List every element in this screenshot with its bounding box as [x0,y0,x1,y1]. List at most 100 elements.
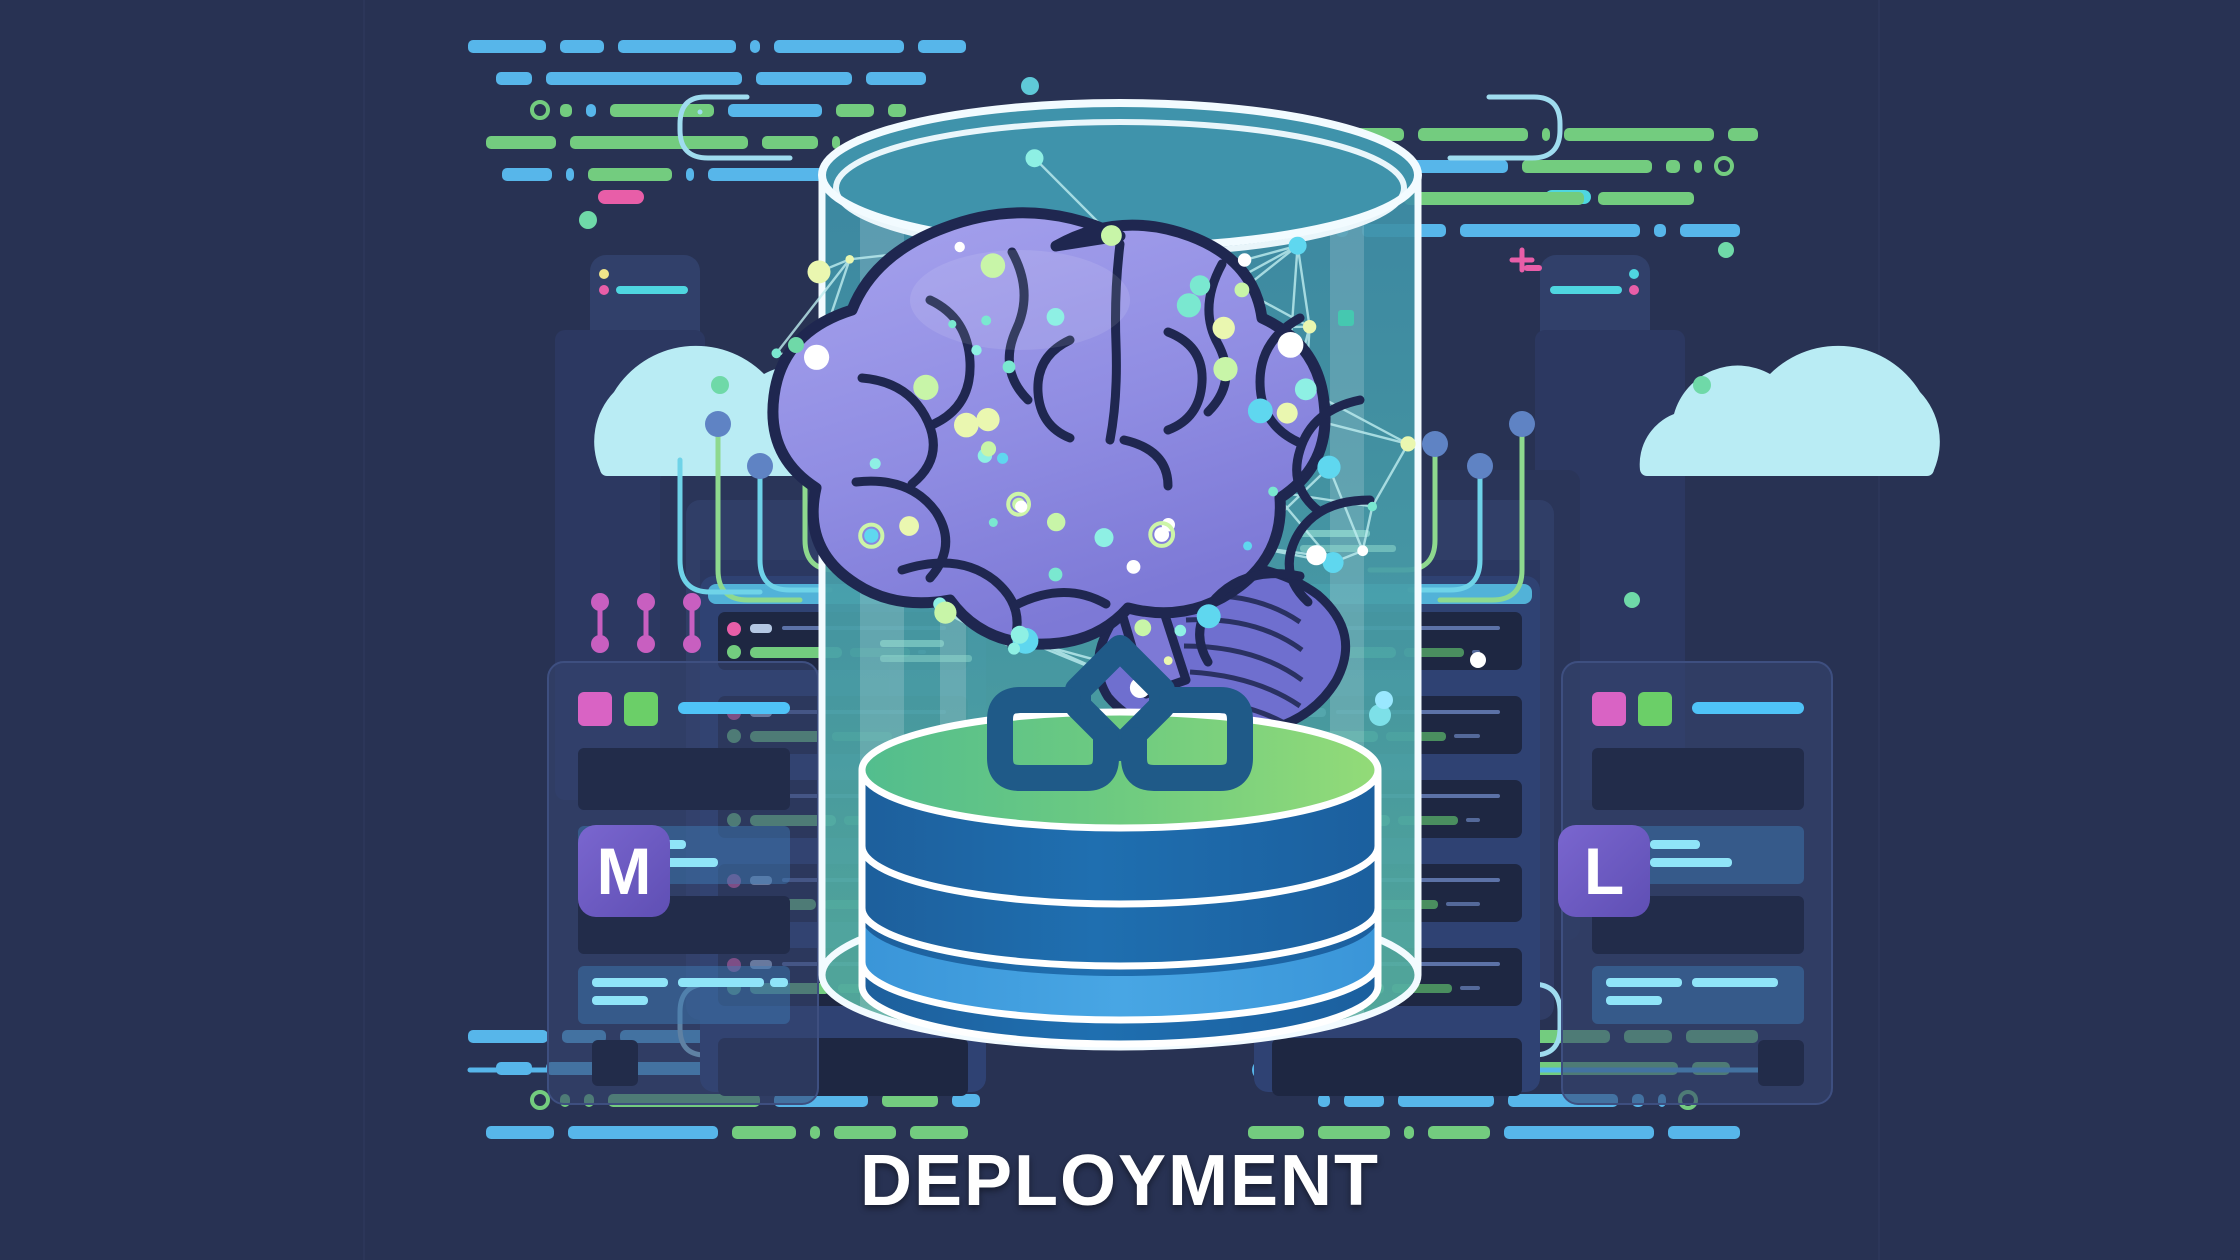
neural-node [1048,567,1063,582]
code-line-segment [1680,224,1740,237]
neural-node-ring [858,522,885,549]
neural-node [1196,604,1221,629]
code-line-segment [570,136,748,149]
neural-node [1400,436,1416,452]
neural-node [1008,642,1020,655]
code-line-segment [888,104,906,117]
neural-node [1047,512,1066,532]
code-line-segment [834,1126,896,1139]
neural-node [913,374,939,400]
neural-node [899,516,919,536]
code-line-segment [866,72,926,85]
code-line-segment [1248,1126,1304,1139]
neural-node [1002,360,1016,374]
code-line-segment [1418,128,1528,141]
code-line-segment [586,104,596,117]
neural-node [1176,293,1201,318]
rail-dot [1021,77,1039,95]
neural-node [807,260,831,284]
neural-node [981,315,992,326]
neural-link [1371,443,1410,508]
code-line-segment [1598,192,1694,205]
neural-node-ring [1006,491,1031,517]
rack-trace [1446,902,1480,906]
neural-node [804,344,830,370]
neural-node [1212,316,1235,340]
code-line-segment [486,136,556,149]
code-line-segment [910,1126,968,1139]
rack-status-dot [727,622,741,636]
code-line-segment [1404,192,1584,205]
code-line-segment [1668,1126,1740,1139]
code-line-segment [560,104,572,117]
code-line-segment [732,1126,796,1139]
neural-node [869,458,881,470]
neural-node [845,254,854,264]
neural-node [1237,253,1252,267]
code-line-segment [1522,160,1652,173]
neural-node [864,528,879,543]
code-line-segment [832,136,840,149]
cloud-connector-stems-left [677,427,873,603]
page-title: DEPLOYMENT [859,1141,1381,1221]
node-cluster-icon [987,635,1253,791]
neural-node [1277,332,1304,358]
neural-link [1361,506,1374,551]
neural-node [1101,225,1122,246]
rack-trace [1460,986,1480,990]
code-line-segment [502,168,552,181]
code-line-segment [588,168,672,181]
database-cylinder [858,708,1382,1048]
neural-link [1296,245,1311,327]
code-line-segment [486,1126,554,1139]
neural-node [1302,320,1317,334]
code-line-segment [686,168,694,181]
code-line-segment [762,136,818,149]
code-ring-marker [530,1090,550,1110]
code-line-segment [1654,224,1666,237]
neural-node [971,345,982,356]
code-line-segment [952,1094,980,1107]
code-line-segment [1404,1126,1414,1139]
code-line-segment [546,72,742,85]
neural-node [1126,560,1141,574]
neural-node [1213,357,1238,382]
neural-node [980,441,997,457]
neural-node [1094,528,1114,548]
neural-link [775,258,851,355]
neural-link [1244,244,1298,262]
code-line-segment [560,40,604,53]
code-line-segment [468,40,546,53]
badge-l-letter: L [1583,834,1625,908]
rack-trace [1454,734,1480,738]
code-line-segment [1728,128,1758,141]
neural-node [1322,552,1344,573]
neural-node [976,408,1000,432]
cloud-right [1639,345,1940,476]
code-line-segment [496,72,532,85]
neural-node [954,412,979,438]
code-line-segment [1694,160,1702,173]
neural-node [1357,545,1369,557]
code-line-segment [774,40,904,53]
code-line-segment [1398,160,1508,173]
neural-node [934,601,957,624]
neural-node [1174,624,1187,637]
code-line-segment [1504,1126,1654,1139]
neural-node [1025,149,1044,168]
code-ring-marker [1714,156,1734,176]
neural-node [1288,236,1307,255]
neural-link [1327,466,1364,552]
code-line-segment [1428,1126,1490,1139]
neural-node [1010,625,1029,644]
code-line-segment [1542,128,1550,141]
badge-m-letter: M [596,834,652,908]
neural-node [1163,656,1173,665]
neural-node [1046,308,1065,326]
neural-node [1306,545,1327,566]
code-line-segment [1398,1094,1494,1107]
code-line-segment [750,40,760,53]
code-line-segment [756,72,852,85]
neural-node [1294,378,1317,401]
